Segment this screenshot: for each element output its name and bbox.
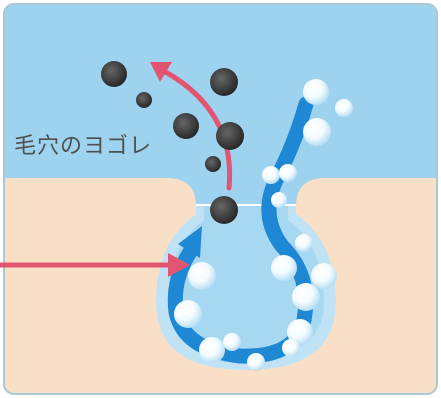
dirt-particle	[216, 122, 244, 150]
dirt-particle	[136, 92, 152, 108]
bubble	[279, 164, 297, 182]
bubble	[223, 333, 241, 351]
dirt-particle	[173, 113, 199, 139]
dirt-particle	[210, 68, 238, 96]
pore-dirt-label: 毛穴のヨゴレ	[14, 128, 152, 160]
bubble	[335, 99, 353, 117]
bubble	[303, 79, 329, 105]
dirt-particle	[205, 156, 221, 172]
bubble	[199, 337, 225, 363]
bubble	[295, 234, 313, 252]
bubble	[174, 300, 202, 328]
bubble	[188, 262, 216, 290]
bubble	[271, 255, 297, 281]
bubble	[311, 263, 337, 289]
bubble	[262, 166, 280, 184]
bubble	[282, 339, 300, 357]
dirt-particle	[210, 196, 238, 224]
surface-area	[4, 4, 437, 204]
bubble	[303, 118, 331, 146]
bubble	[247, 353, 265, 371]
bubble	[292, 283, 320, 311]
bubble	[271, 192, 287, 208]
dirt-particle	[101, 61, 127, 87]
